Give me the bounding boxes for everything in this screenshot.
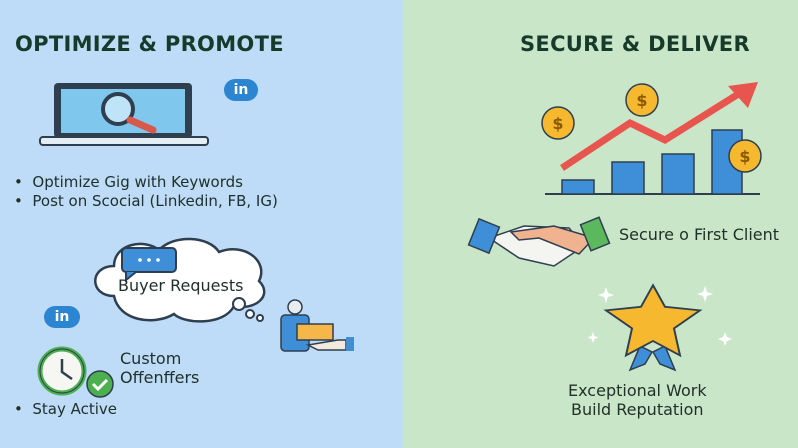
coin-icon: $ [541, 106, 575, 140]
bullet-item: • Post on Scocial (Linkedin, FB, IG) [14, 192, 278, 210]
laptop-search-icon [39, 83, 209, 146]
coin-icon: $ [728, 139, 762, 173]
handshake-icon [467, 216, 611, 267]
svg-text:$: $ [552, 114, 563, 133]
secure-client-label: Secure o First Client [619, 225, 780, 244]
svg-text:$: $ [739, 147, 750, 166]
person-delivery-icon [280, 299, 354, 352]
star-award-icon [587, 283, 732, 372]
left-title: OPTIMIZE & PROMOTE [15, 32, 284, 56]
thought-cloud-icon [94, 237, 266, 323]
svg-text:$: $ [636, 91, 647, 110]
right-title: SECURE & DELIVER [520, 32, 750, 56]
stay-active-bullet: • Stay Active [14, 400, 118, 418]
clock-check-icon [37, 346, 114, 398]
linkedin-icon: in [224, 79, 258, 101]
bullet-item: • Optimize Gig with Keywords [14, 173, 243, 191]
linkedin-icon: in [44, 306, 80, 328]
bullet-list: • Optimize Gig with Keywords • Post on S… [14, 173, 278, 211]
coin-icon: $ [625, 83, 659, 117]
buyer-requests-label: Buyer Requests [118, 276, 244, 295]
growth-chart-icon: $ $ $ [541, 82, 762, 195]
